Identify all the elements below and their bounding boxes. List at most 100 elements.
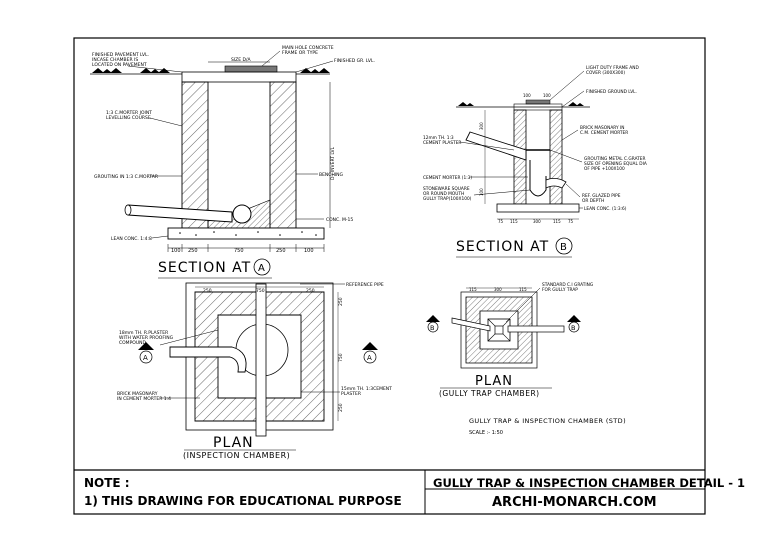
svg-text:B: B (560, 242, 567, 253)
note-stoneware: STONEWARE SQUARE (423, 186, 470, 192)
dim-label: 250 (188, 248, 198, 254)
section-marker-a-right: A (362, 342, 378, 364)
note-stoneware: OR ROUND MOUTH (423, 191, 464, 197)
section-b-marker (555, 237, 573, 255)
chamber-wall-left (181, 81, 209, 229)
note-grouting: GROUTING IN 1:3 C.MORTAR (94, 174, 158, 180)
chamber-wall-right (269, 81, 297, 229)
note-brick-masonry: BRICK MASONARY IN (580, 125, 624, 131)
note-benching: BENCHING (319, 172, 344, 178)
dim-label: 250 (338, 297, 344, 306)
note-title: NOTE : (84, 476, 130, 490)
dim-label: 100 (523, 93, 531, 98)
plan-b-outlet-pipe (507, 325, 565, 333)
manhole-cover (224, 65, 278, 73)
note-plaster-wp: 18mm TH. R.PLASTER (119, 330, 168, 336)
note-reference-pipe: REFERENCE PIPE (346, 282, 384, 288)
gully-base (496, 203, 580, 213)
note-pipe: OR DEPTH (582, 198, 604, 204)
svg-text:A: A (367, 354, 372, 362)
dim-label: 300 (479, 122, 484, 130)
note-brick-masonry: C.M. CEMENT MORTER (580, 130, 628, 136)
dim-label: 75 (568, 219, 574, 224)
outlet-pipe (232, 204, 252, 224)
ground-symbol (300, 68, 330, 73)
plan-a-title: PLAN (213, 435, 254, 451)
note-invert: D / INVERT LVL (330, 146, 336, 180)
note-grating: SIZE OF OPENING EQUAL DIA (584, 161, 647, 167)
note-plaster: 12mm TH. 1:3 (423, 135, 454, 141)
dim-label: 250 (276, 248, 286, 254)
plan-b-drawing: 115 300 115 STANDARD C.I GRATING FOR GUL… (426, 282, 626, 436)
note-finished-ground: FINISHED GROUND LVL. (586, 89, 637, 95)
note-grating: GROUTING METAL C.GRATER (584, 156, 646, 162)
note-stoneware: GULLY TRAP(100X100) (423, 196, 472, 202)
chamber-base (167, 227, 325, 240)
plan-a-subtitle: (INSPECTION CHAMBER) (183, 451, 290, 460)
note-grating: OF PIPE +100X100 (584, 166, 625, 172)
dim-label: 100 (543, 93, 551, 98)
note-lean-conc: LEAN CONC. (1:3:6) (584, 206, 627, 212)
section-a-drawing: 100 250 750 250 100 SIZE D/A FINISHED PA… (90, 45, 375, 279)
gully-outlet-pipe (545, 178, 567, 189)
dim-label: 115 (510, 219, 518, 224)
reference-pipe (255, 283, 267, 437)
section-b-title: SECTION AT (456, 239, 549, 255)
ground-symbol (92, 68, 170, 73)
note-conc: CONC. M-15 (326, 217, 353, 223)
dim-label: 300 (494, 287, 502, 292)
note-line: 1) THIS DRAWING FOR EDUCATIONAL PURPOSE (84, 494, 402, 508)
note-frame-cover: COVER (300X300) (586, 70, 625, 76)
dim-label: 115 (519, 287, 527, 292)
gully-wall-right (549, 109, 563, 205)
dim-label: 250 (306, 288, 315, 294)
note-plaster: CEMENT PLASTER (423, 140, 461, 146)
note-finished-pavement: FINISHED PAVEMENT LVL. (92, 52, 149, 58)
site-name: ARCHI-MONARCH.COM (492, 495, 657, 510)
svg-text:B: B (430, 324, 434, 332)
section-a-title: SECTION AT (158, 260, 251, 276)
dim-label: 250 (338, 403, 344, 412)
note-pipe: REF. GLAZED PIPE (582, 193, 621, 199)
dim-label: 250 (203, 288, 212, 294)
gully-inlet-pipe (465, 131, 527, 161)
dim-label: 750 (234, 248, 244, 254)
note-finished-pavement: LOCATED ON PAVEMENT (92, 62, 147, 68)
dim-label: 300 (533, 219, 541, 224)
note-lean-conc: LEAN CONC. 1:4:8 (111, 236, 152, 242)
note-finished-pavement: INCASE CHAMBER IS (92, 57, 138, 63)
gully-cover (525, 99, 551, 105)
note-cement-mortar: CEMENT MORTER (1:3) (423, 175, 472, 181)
section-marker-b-right: B (567, 315, 581, 333)
note-plaster-wp: COMPOUND (119, 340, 146, 346)
note-joint-levelling: 1:3 C.MORTER JOINT (106, 110, 152, 116)
note-plaster-12: 15mm TH. 1:3CEMENT (341, 386, 392, 392)
note-joint-levelling: LEVELLING COURSE (106, 115, 151, 121)
dim-label: 100 (171, 248, 181, 254)
drawing-caption: GULLY TRAP & INSPECTION CHAMBER (STD) (469, 417, 626, 425)
svg-text:A: A (258, 263, 265, 274)
note-finished-gr: FINISHED GR. LVL. (334, 58, 375, 64)
dim-label: 115 (553, 219, 561, 224)
section-marker-b-left: B (426, 315, 440, 333)
svg-text:A: A (143, 354, 148, 362)
drawing-scale: SCALE :- 1:50 (469, 430, 503, 436)
dim-label: 100 (304, 248, 314, 254)
note-brick-masonry: BRICK MASONARY (117, 391, 158, 397)
dim-label: 750 (256, 288, 265, 294)
plan-a-walls (194, 291, 325, 422)
dim-label: 750 (338, 353, 344, 362)
note-frame-cover: LIGHT DUTY FRAME AND (586, 65, 639, 71)
inlet-pipe (127, 204, 233, 223)
section-b-drawing: 75 115 300 115 75 300 100 100 100 LIGHT … (423, 65, 647, 258)
dim-label: 100 (479, 188, 484, 196)
svg-text:B: B (571, 324, 575, 332)
note-grating: STANDARD C.I GRATING (542, 282, 593, 288)
note-plaster-wp: WITH WATER PROOFING (119, 335, 174, 341)
plan-b-subtitle: (GULLY TRAP CHAMBER) (439, 389, 540, 398)
note-brick-masonry: IN CEMENT MORTER 1:4 (117, 396, 171, 402)
note-grating: FOR GULLY TRAP (542, 287, 578, 293)
note-frame-cover: MAIN HOLE CONCRETE (282, 45, 334, 51)
section-marker-a-left: A (138, 342, 154, 364)
